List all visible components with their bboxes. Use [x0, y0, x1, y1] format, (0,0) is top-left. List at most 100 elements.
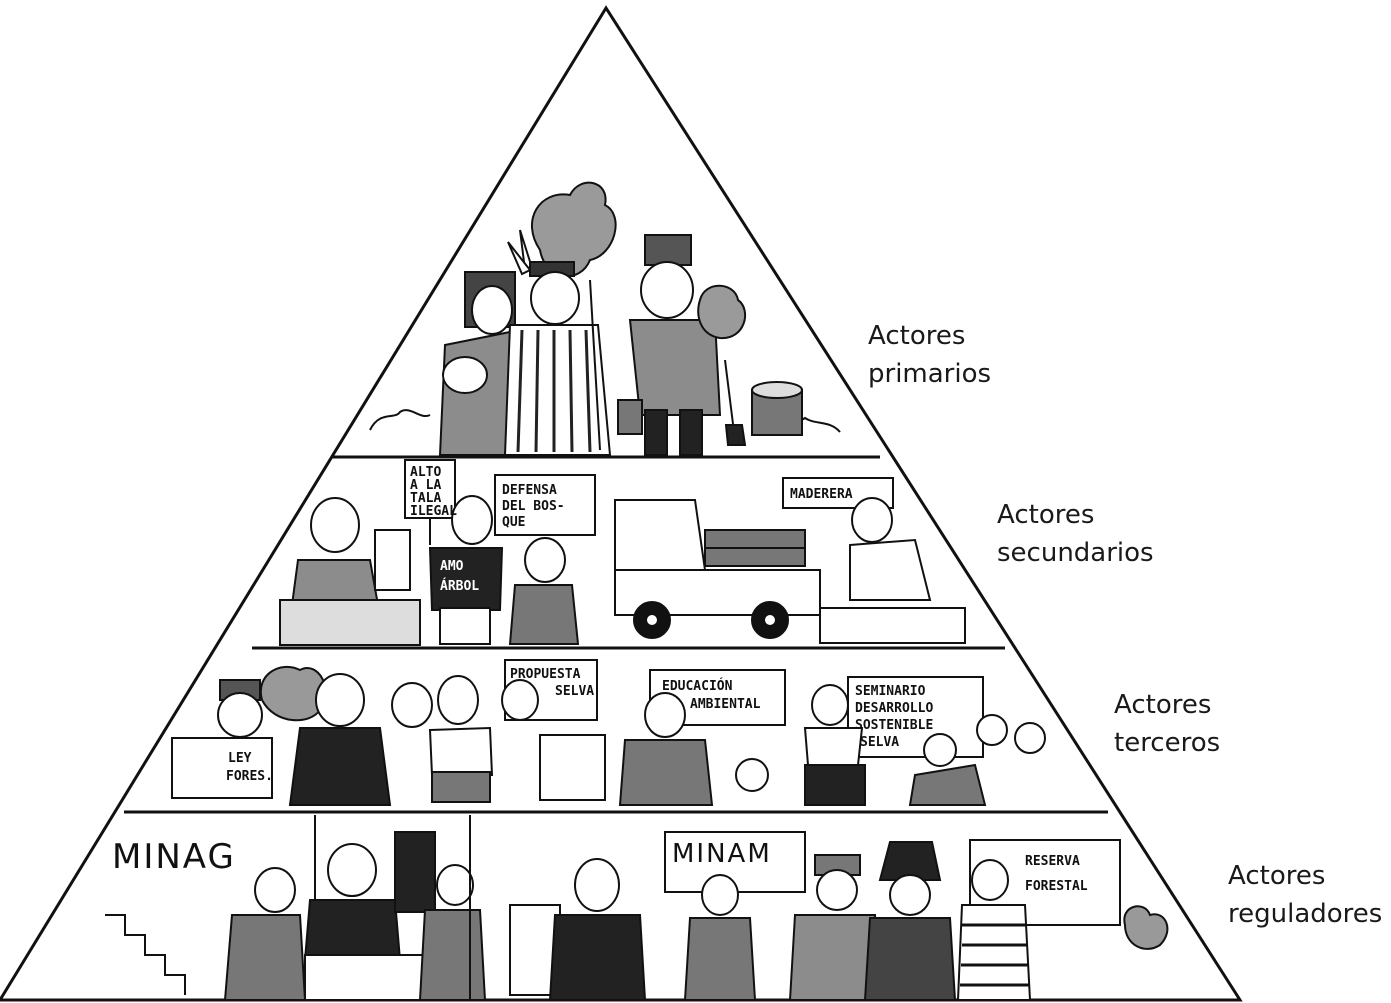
desk-man-face	[310, 497, 360, 553]
tier-primary-illustration	[369, 181, 841, 456]
audience-head-4	[1014, 722, 1046, 754]
tier-third-illustration	[171, 659, 1046, 806]
sign-seminario	[847, 676, 984, 758]
woman-protester-face	[524, 537, 566, 583]
sign-educacion-line-1: EDUCACIÓN	[662, 678, 733, 694]
visitor-body	[418, 909, 487, 1001]
minag-official-face-2	[327, 843, 377, 897]
sign-minam-text: MINAM	[672, 839, 772, 869]
axe-head	[724, 424, 747, 446]
sign-seminario-line-3: SOSTENIBLE	[855, 718, 933, 733]
shirt-line-2: ÁRBOL	[440, 578, 479, 594]
sign-propuesta-line-1: PROPUESTA	[510, 667, 581, 682]
logger-body	[628, 319, 722, 416]
sign-alto-tala-line-3: TALA	[410, 491, 441, 506]
woman-reg-stripes	[960, 923, 1029, 987]
truck-cab	[614, 499, 707, 571]
sign-alto-tala-line-1: ALTO	[410, 465, 441, 480]
minag-official-body-2	[303, 899, 402, 961]
educator-body	[618, 739, 714, 806]
minag-official-body-1	[223, 914, 307, 1001]
man-face	[530, 271, 580, 325]
label-primarios-line-1: Actores	[868, 321, 966, 351]
speaker-skirt	[804, 764, 866, 806]
man-robe	[503, 324, 612, 456]
speaker-face	[811, 684, 849, 726]
sign-seminario-line-4: SELVA	[860, 735, 899, 750]
label-reguladores-line-2: reguladores	[1228, 899, 1383, 929]
minag-desk	[304, 954, 426, 1001]
woman-reg-face	[971, 859, 1009, 901]
tree-canopy	[530, 181, 617, 277]
minam-visitor-face	[701, 874, 739, 916]
sign-alto-tala-line-2: A LA	[410, 478, 441, 493]
robe-stripes	[516, 329, 592, 453]
minam-visitor-body	[683, 917, 757, 1001]
sign-alto-tala-line-4: ILEGAL	[410, 504, 457, 519]
speaker-body	[803, 727, 864, 766]
sawmill-table	[819, 607, 966, 644]
board-third	[539, 734, 606, 801]
worker-face	[816, 869, 858, 911]
stump-large-top	[751, 381, 803, 399]
sign-defensa-bosque	[494, 474, 596, 536]
baby	[442, 356, 488, 394]
audience-body	[908, 763, 987, 806]
student-face-1	[391, 682, 433, 728]
woman-protester-body	[508, 584, 580, 645]
educator-face	[644, 692, 686, 738]
woman-third-face	[501, 679, 539, 721]
student-body-2	[428, 726, 494, 776]
desk	[279, 599, 421, 646]
label-terceros-line-1: Actores	[1114, 690, 1212, 720]
label-actores-terceros: Actores terceros	[1114, 686, 1220, 762]
minam-official-body	[548, 914, 647, 1001]
label-secundarios-line-2: secundarios	[997, 538, 1154, 568]
sign-reserva-line-1: RESERVA	[1025, 854, 1080, 869]
label-secundarios-line-1: Actores	[997, 500, 1095, 530]
label-actores-secundarios: Actores secundarios	[997, 496, 1154, 572]
minag-door	[394, 831, 436, 913]
sign-maderera	[782, 477, 894, 509]
audience-head-2	[923, 733, 957, 767]
plant	[1123, 905, 1169, 950]
label-reguladores-line-1: Actores	[1228, 861, 1326, 891]
logger-cap	[644, 234, 692, 266]
sign-defensa-line-3: QUE	[502, 515, 525, 530]
sign-seminario-line-2: DESARROLLO	[855, 701, 933, 716]
sign-propuesta-line-2: SELVA	[555, 684, 594, 699]
label-primarios-line-2: primarios	[868, 359, 992, 389]
reader-face	[217, 692, 263, 738]
sign-educacion-line-2: AMBIENTAL	[690, 697, 761, 712]
spear	[589, 279, 601, 451]
label-actores-reguladores: Actores reguladores	[1228, 857, 1382, 933]
shirt-line-1: AMO	[440, 559, 464, 574]
grass-left	[369, 409, 431, 431]
stump-small	[617, 399, 643, 435]
visitor-face	[436, 864, 474, 906]
logger-leg-right	[679, 409, 703, 456]
desk-man-body	[290, 559, 380, 606]
student-skirt	[431, 771, 491, 803]
sign-minag-text: MINAG	[112, 837, 236, 877]
sign-minam	[664, 831, 806, 893]
feather-2	[507, 241, 532, 276]
priest-face	[315, 673, 365, 727]
sign-maderera-text: MADERERA	[790, 487, 853, 502]
desk-picture	[374, 529, 411, 591]
logger-face	[640, 261, 694, 319]
sign-defensa-line-1: DEFENSA	[502, 483, 557, 498]
hat-man-face	[889, 874, 931, 916]
audience-head-3	[976, 714, 1008, 746]
priest-robe	[288, 727, 392, 806]
newspaper-line-2: FORES.	[226, 769, 273, 784]
newspaper	[171, 737, 273, 799]
label-terceros-line-2: terceros	[1114, 728, 1221, 758]
sign-texts: ALTO A LA TALA ILEGAL DEFENSA DEL BOS- Q…	[112, 465, 1088, 894]
sign-defensa-line-2: DEL BOS-	[502, 499, 565, 514]
woman-face	[471, 285, 513, 335]
student-face-2	[437, 675, 479, 725]
protester-legs	[439, 607, 491, 645]
